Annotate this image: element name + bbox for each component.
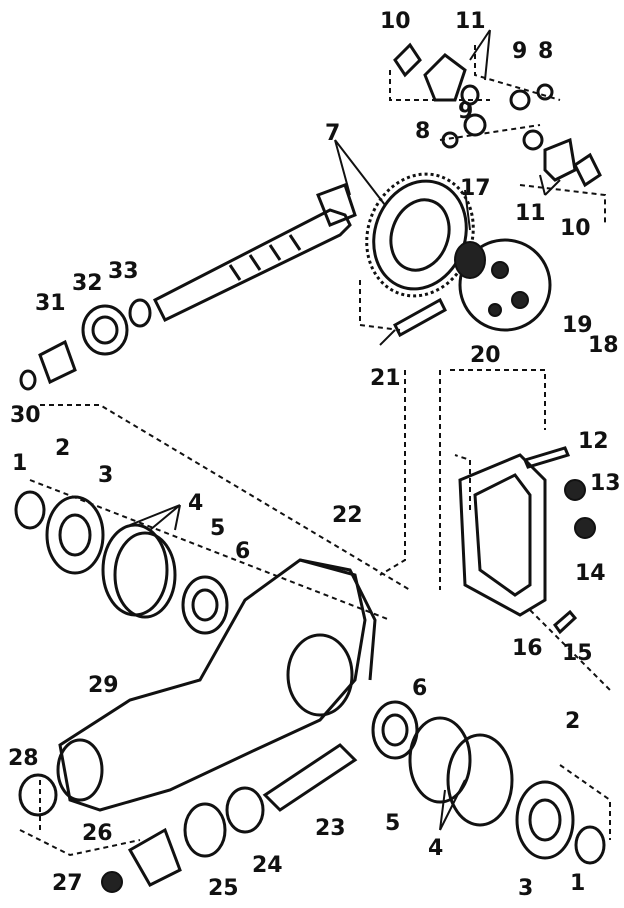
label-4: 4 [428, 836, 443, 861]
label-16: 16 [512, 636, 543, 661]
label-18: 18 [588, 333, 619, 358]
label-24: 24 [252, 853, 283, 878]
label-22: 22 [332, 503, 363, 528]
label-26: 26 [82, 821, 113, 846]
label-15: 15 [562, 641, 593, 666]
label-3: 3 [98, 463, 113, 488]
label-8: 8 [538, 39, 553, 64]
rear-cover [458, 453, 547, 617]
differential-case [454, 238, 552, 332]
label-12: 12 [578, 429, 609, 454]
cover-hardware [522, 446, 596, 635]
label-6: 6 [412, 676, 427, 701]
label-23: 23 [315, 816, 346, 841]
label-5: 5 [210, 516, 225, 541]
label-27: 27 [52, 871, 83, 896]
label-10: 10 [380, 9, 411, 34]
label-6: 6 [235, 539, 250, 564]
right-side-stack [371, 700, 606, 865]
label-10: 10 [560, 216, 591, 241]
label-17: 17 [460, 176, 491, 201]
label-33: 33 [108, 259, 139, 284]
label-32: 32 [72, 271, 103, 296]
label-1: 1 [570, 871, 585, 896]
side-gears-top [393, 42, 602, 188]
label-13: 13 [590, 471, 621, 496]
label-2: 2 [565, 709, 580, 734]
lower-parts [18, 743, 358, 893]
label-3: 3 [518, 876, 533, 901]
label-28: 28 [8, 746, 39, 771]
label-29: 29 [88, 673, 119, 698]
label-21: 21 [370, 366, 401, 391]
cross-shaft [393, 297, 447, 338]
label-2: 2 [55, 436, 70, 461]
label-31: 31 [35, 291, 66, 316]
label-8: 8 [415, 119, 430, 144]
part-labels: 1 1 2 2 3 3 4 4 5 5 6 6 7 8 8 9 9 10 10 … [8, 9, 621, 901]
label-19: 19 [562, 313, 593, 338]
pinion-bearings [19, 298, 152, 391]
label-5: 5 [385, 811, 400, 836]
label-1: 1 [12, 451, 27, 476]
label-25: 25 [208, 876, 239, 901]
label-20: 20 [470, 343, 501, 368]
label-14: 14 [575, 561, 606, 586]
left-side-stack [14, 490, 229, 635]
label-11: 11 [455, 9, 486, 34]
pinion-shaft [152, 183, 357, 322]
label-11: 11 [515, 201, 546, 226]
label-7: 7 [325, 121, 340, 146]
label-9: 9 [458, 99, 473, 124]
label-9: 9 [512, 39, 527, 64]
assembly-guide-lines [19, 45, 611, 857]
carrier-housing [56, 558, 377, 812]
label-4: 4 [188, 491, 203, 516]
label-30: 30 [10, 403, 41, 428]
leader-lines [129, 29, 561, 831]
